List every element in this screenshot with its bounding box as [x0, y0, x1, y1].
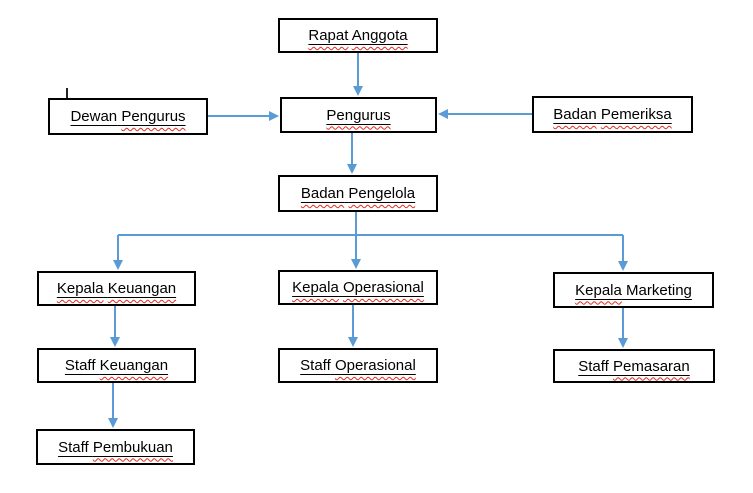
node-label: Rapat Anggota [308, 27, 407, 44]
node-staff-pemasaran[interactable]: Staff Pemasaran [553, 349, 715, 383]
node-badan-pengelola[interactable]: Badan Pengelola [278, 175, 438, 212]
misspelled-word: Operasional [334, 357, 416, 374]
node-staff-pembukuan[interactable]: Staff Pembukuan [36, 429, 195, 465]
misspelled-word: Keuangan [107, 280, 177, 297]
node-label: Staff Keuangan [65, 357, 168, 374]
word: Staff [300, 357, 331, 374]
node-label: Staff Pemasaran [578, 358, 689, 375]
node-label: Badan Pemeriksa [553, 106, 671, 123]
word: Dewan [70, 108, 118, 125]
node-label: Badan Pengelola [301, 185, 415, 202]
word: Marketing [626, 281, 692, 299]
misspelled-word: Pembukuan [92, 438, 173, 456]
node-badan-pemeriksa[interactable]: Badan Pemeriksa [532, 96, 693, 133]
misspelled-word: Kepala [575, 281, 622, 299]
word: Staff [578, 357, 609, 375]
connector-pengelola-branch[interactable] [118, 212, 623, 236]
node-label: Staff Pembukuan [58, 439, 173, 456]
word: Staff [58, 438, 89, 456]
misspelled-word: Anggota [351, 27, 408, 44]
node-staff-operasional[interactable]: Staff Operasional [278, 348, 438, 383]
misspelled-word: Keuangan [99, 357, 169, 374]
node-label: Kepala Keuangan [57, 280, 176, 297]
misspelled-word: Kepala [292, 279, 339, 296]
node-dewan-pengurus[interactable]: Dewan Pengurus [48, 98, 208, 135]
misspelled-word: Operasional [343, 279, 424, 296]
misspelled-word: Rapat [308, 27, 349, 44]
node-kepala-marketing[interactable]: Kepala Marketing [553, 272, 714, 308]
node-kepala-keuangan[interactable]: Kepala Keuangan [37, 271, 196, 306]
node-staff-keuangan[interactable]: Staff Keuangan [37, 348, 196, 383]
node-rapat-anggota[interactable]: Rapat Anggota [278, 18, 438, 53]
node-pengurus[interactable]: Pengurus [280, 97, 437, 133]
misspelled-word: Badan [553, 106, 597, 123]
node-label: Dewan Pengurus [70, 108, 185, 125]
node-label: Kepala Operasional [292, 279, 424, 296]
misspelled-word: Kepala [56, 280, 104, 297]
misspelled-word: Pengurus [121, 108, 186, 125]
misspelled-word: Pemasaran [613, 357, 690, 375]
misspelled-word: Pengelola [348, 185, 416, 202]
node-label: Pengurus [326, 107, 390, 124]
misspelled-word: Pengurus [326, 106, 391, 124]
node-label: Kepala Marketing [575, 282, 692, 299]
misspelled-word: Badan [300, 185, 345, 202]
word: Staff [64, 357, 96, 374]
node-label: Staff Operasional [300, 357, 416, 374]
misspelled-word: Pemeriksa [600, 106, 672, 123]
node-kepala-operasional[interactable]: Kepala Operasional [278, 270, 438, 305]
